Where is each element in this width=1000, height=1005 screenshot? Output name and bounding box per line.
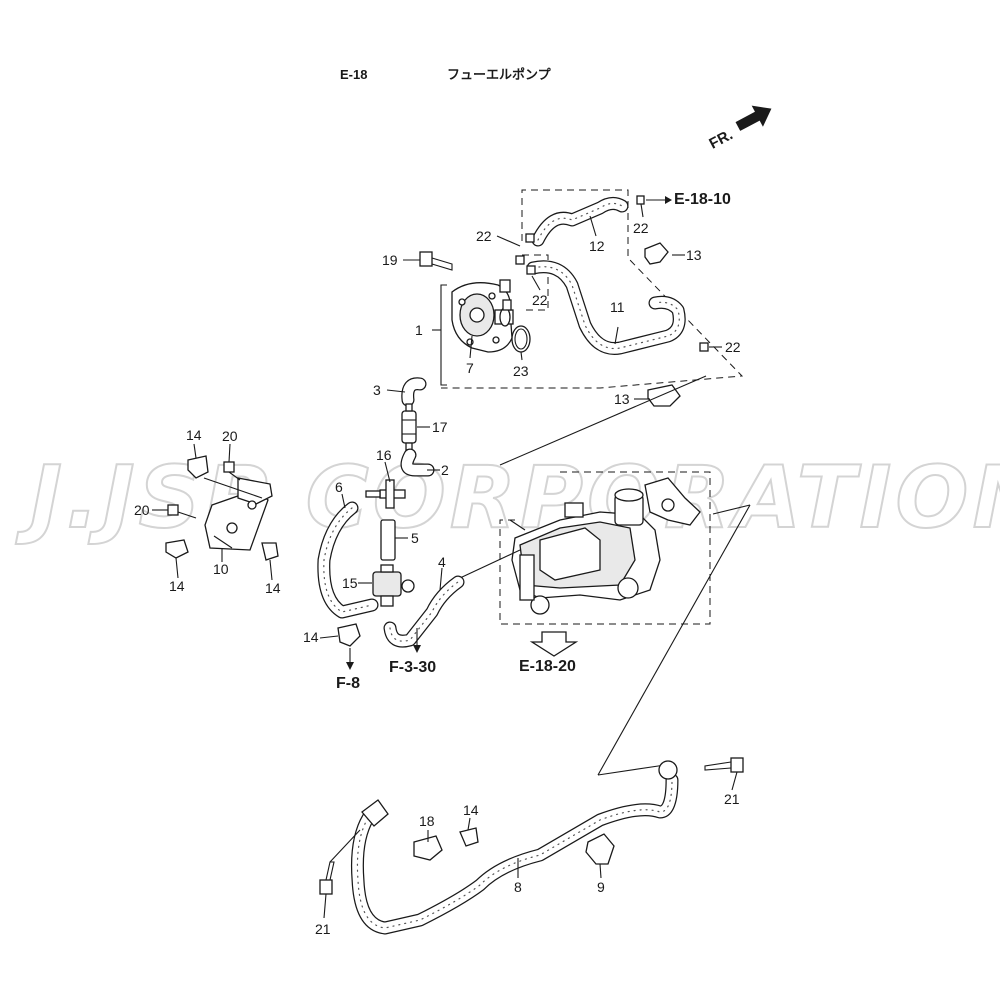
callout-14-top-left: 14: [186, 427, 202, 443]
callout-13-upper: 13: [686, 247, 702, 263]
clip-13: [647, 384, 681, 407]
callout-4: 4: [438, 554, 446, 570]
bolt-19: [403, 251, 453, 271]
callout-13-lower: 13: [614, 391, 630, 407]
fuel-pump: [451, 279, 514, 353]
reference-arrow-icon: [529, 631, 579, 657]
vapor-separator-frame: [499, 471, 711, 625]
watermark-text: J.JSP CORPORATION: [15, 448, 1000, 548]
clamp-22: [525, 233, 535, 243]
bolt-21: [704, 757, 744, 773]
fuel-filter-17: [401, 403, 417, 451]
callout-12: 12: [589, 238, 605, 254]
vapor-separator: [509, 477, 701, 615]
callout-5: 5: [411, 530, 419, 546]
callout-23: 23: [513, 363, 529, 379]
fr-label: FR.: [706, 126, 735, 152]
hose-12: [531, 196, 629, 247]
clip-9: [585, 833, 615, 865]
reference-arrow-icon: [665, 196, 672, 204]
callout-22-a: 22: [476, 228, 492, 244]
callout-20-top: 20: [222, 428, 238, 444]
callout-2: 2: [441, 462, 449, 478]
fuel-filter-15: [372, 564, 415, 607]
callout-3: 3: [373, 382, 381, 398]
callout-22-d: 22: [725, 339, 741, 355]
bracket-1: [440, 284, 447, 386]
callout-14-f8: 14: [303, 629, 319, 645]
upper-assembly-frame: [441, 189, 744, 389]
bracket-10: [203, 477, 273, 551]
hose-11: [526, 260, 686, 355]
callout-20-left: 20: [134, 502, 150, 518]
clip-13: [644, 242, 669, 265]
hose-5: [380, 519, 396, 561]
callout-14-lower: 14: [463, 802, 479, 818]
hose-4: [383, 575, 465, 648]
clip-14: [165, 539, 189, 559]
clip-14: [261, 542, 279, 561]
hose-fitting: [361, 799, 389, 827]
leader-lines: [152, 203, 738, 919]
callout-7: 7: [466, 360, 474, 376]
callout-10: 10: [213, 561, 229, 577]
callout-8: 8: [514, 879, 522, 895]
clip-14: [187, 455, 209, 479]
callout-22-b: 22: [532, 292, 548, 308]
callout-6: 6: [335, 479, 343, 495]
callout-21-right: 21: [724, 791, 740, 807]
reference-arrow-icon: [413, 645, 421, 653]
reference-f-8[interactable]: F-8: [336, 675, 360, 692]
section-code: E-18: [340, 67, 367, 82]
callout-17: 17: [432, 419, 448, 435]
hose-fitting: [658, 760, 678, 780]
hose-8: [350, 773, 679, 935]
callout-9: 9: [597, 879, 605, 895]
clip-14: [337, 623, 361, 647]
callout-22-c: 22: [633, 220, 649, 236]
callout-14-bottom-left: 14: [169, 578, 185, 594]
reference-arrow-icon: [346, 662, 354, 670]
clip-14: [459, 827, 479, 847]
callout-21-left: 21: [315, 921, 331, 937]
callout-14-right: 14: [265, 580, 281, 596]
callout-16: 16: [376, 447, 392, 463]
clip-18: [413, 835, 443, 861]
fr-arrow-icon: FR.: [706, 105, 772, 153]
reference-e-18-20[interactable]: E-18-20: [519, 658, 576, 675]
hose-6: [317, 501, 379, 619]
page-title: フューエルポンプ: [447, 67, 552, 82]
reference-f-3-30[interactable]: F-3-30: [389, 659, 436, 676]
callout-labels: 1 2 3 4 5 6 7 8 9 10 11 12 13 13 14 14 1…: [134, 220, 741, 937]
callout-11: 11: [610, 299, 625, 315]
callout-15: 15: [342, 575, 358, 591]
callout-18: 18: [419, 813, 435, 829]
callout-19: 19: [382, 252, 398, 268]
reference-e-18-10[interactable]: E-18-10: [674, 191, 731, 208]
callout-1: 1: [415, 322, 423, 338]
